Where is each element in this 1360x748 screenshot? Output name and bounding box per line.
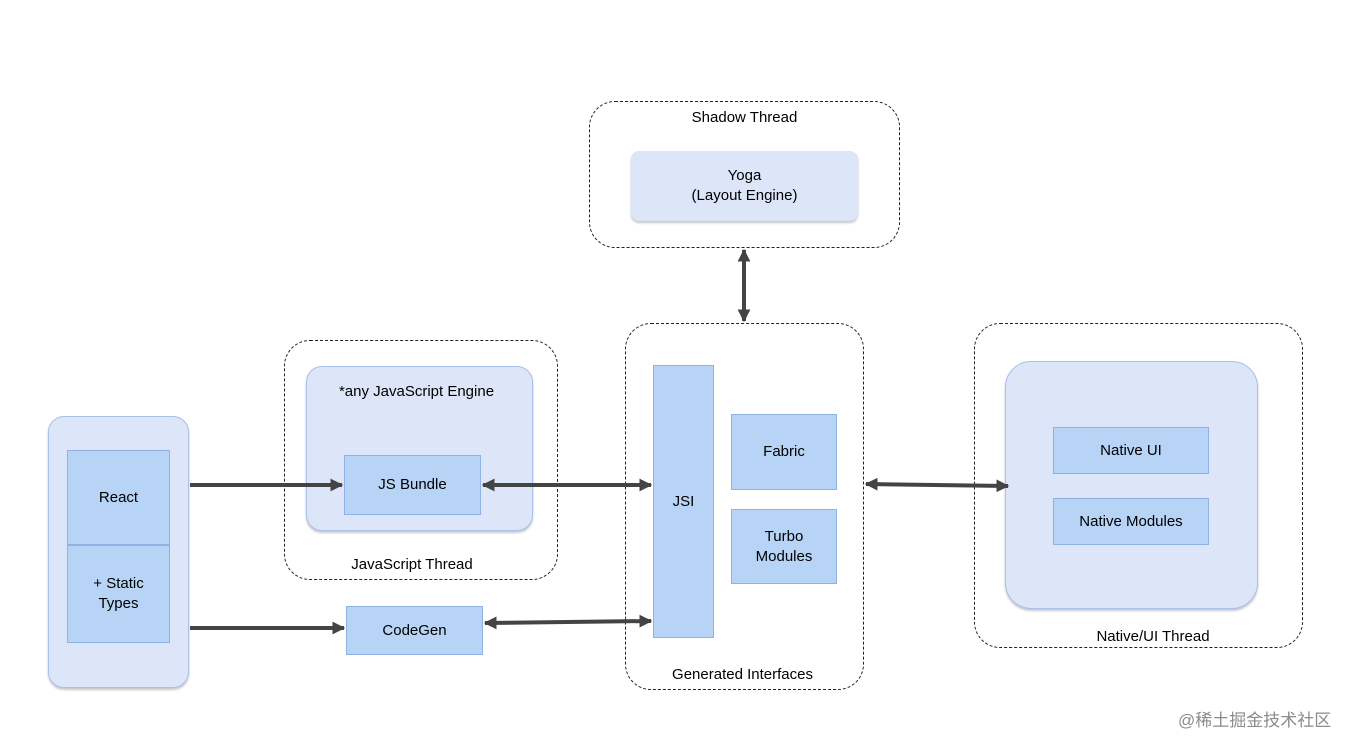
javascript-thread-group [284,340,558,580]
yoga-subtitle: (Layout Engine) [691,187,798,204]
shadow-thread-label: Shadow Thread [691,109,798,126]
javascript-thread-label: JavaScript Thread [351,556,473,573]
static-types-box: + Static Types [67,545,170,643]
shadow-thread-group [589,101,900,248]
native-modules-box: Native Modules [1053,498,1209,545]
generated-interfaces-label: Generated Interfaces [672,666,813,683]
jsi-box: JSI [653,365,714,638]
native-ui-thread-label: Native/UI Thread [1096,628,1210,645]
watermark-text: @稀土掘金技术社区 [1178,711,1332,730]
react-box: React [67,450,170,545]
js-engine-label: *any JavaScript Engine [338,383,495,400]
codegen-box: CodeGen [346,606,483,655]
turbo-modules-box: Turbo Modules [731,509,837,584]
arrow-codegen-jsi [483,614,653,630]
fabric-box: Fabric [731,414,837,490]
generated-interfaces-group [625,323,864,690]
arrow-interfaces-native [864,477,1010,493]
native-ui-box: Native UI [1053,427,1209,474]
js-bundle-box: JS Bundle [344,455,481,515]
yoga-title: Yoga [727,167,762,184]
yoga-layout-engine-box: Yoga (Layout Engine) [631,151,858,221]
native-panel [1005,361,1258,609]
